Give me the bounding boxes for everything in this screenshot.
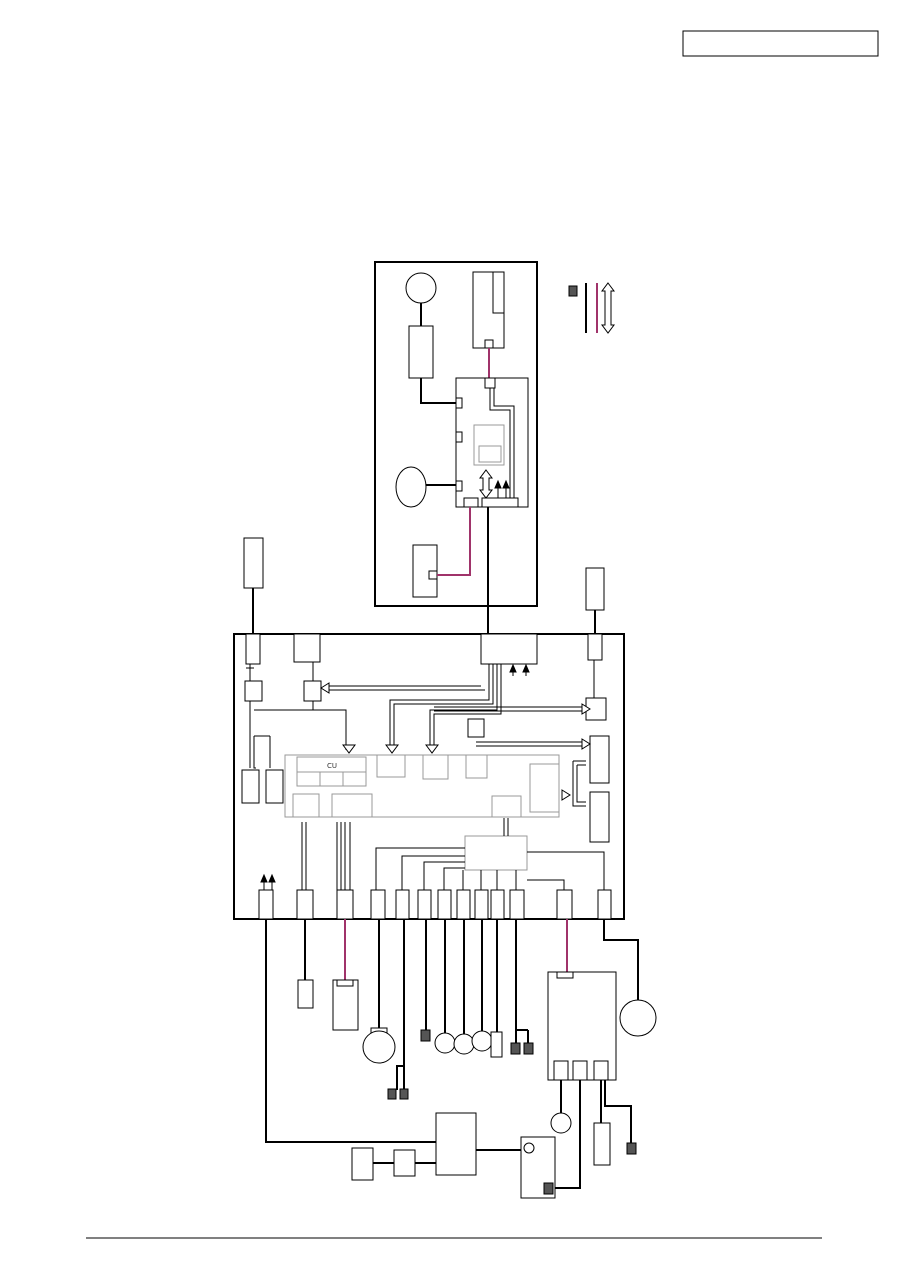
header-box <box>682 30 879 57</box>
legend <box>568 282 615 334</box>
motor-circle <box>405 272 437 304</box>
left-external-unit <box>243 537 264 589</box>
controller-unit <box>435 1112 477 1176</box>
right-external-unit <box>585 567 605 611</box>
cpu-label: CU <box>327 762 337 770</box>
top-connector <box>480 633 538 665</box>
top-unit <box>374 261 538 634</box>
legend-bus-arrow-icon <box>601 282 615 334</box>
legend-connector-icon <box>568 285 578 297</box>
sensor-block <box>408 325 434 379</box>
motor-ellipse <box>395 466 427 508</box>
main-board: CU <box>233 633 625 920</box>
io-controller <box>464 835 528 871</box>
peripherals <box>265 919 657 1199</box>
